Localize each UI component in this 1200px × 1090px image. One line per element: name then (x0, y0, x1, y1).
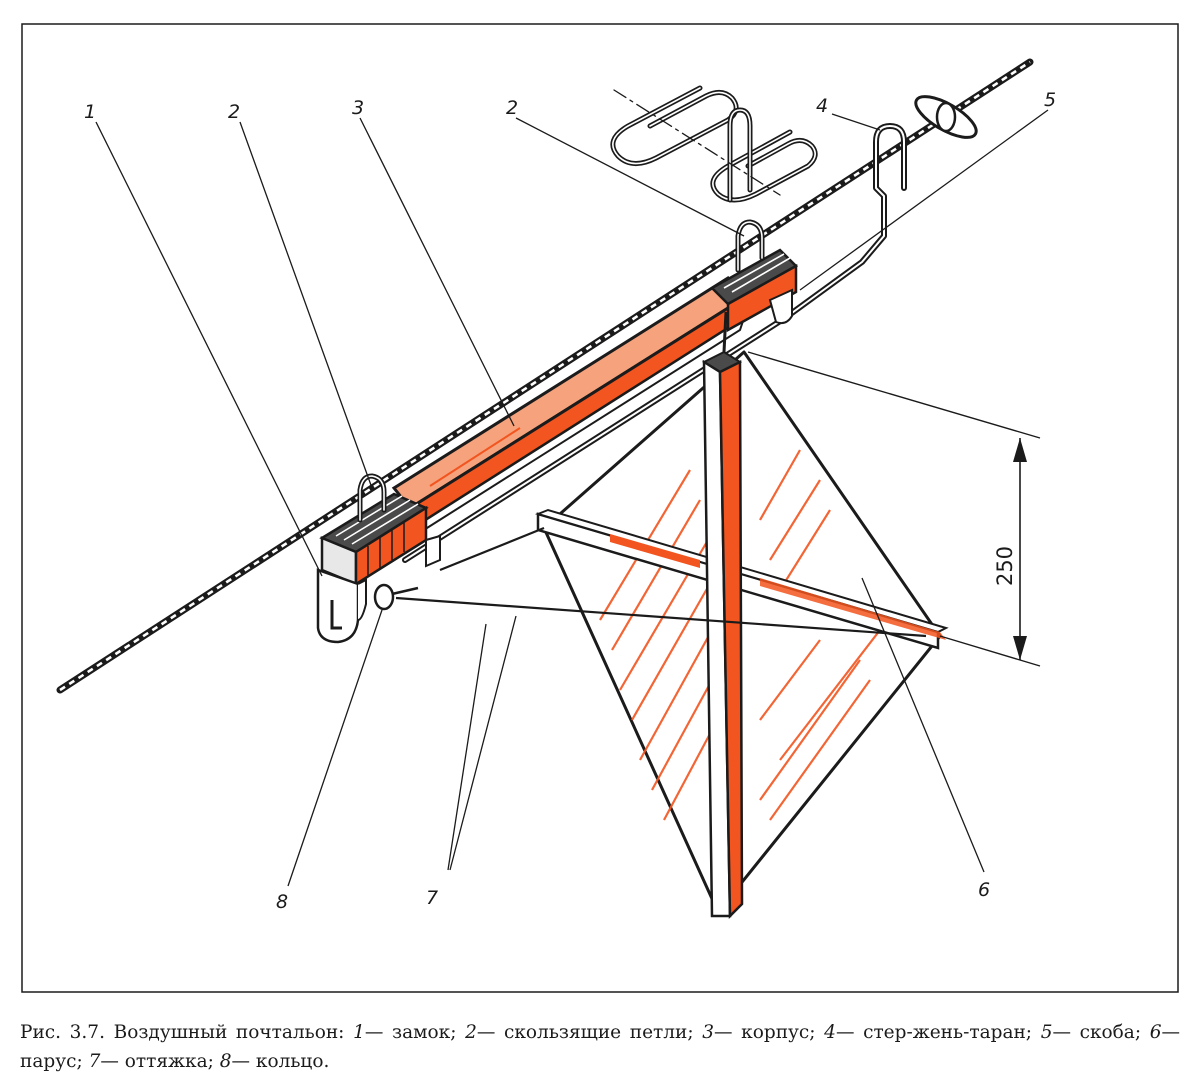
figure-caption: Рис. 3.7. Воздушный почтальон: 1— замок;… (20, 1018, 1180, 1076)
caption-num: 8 (219, 1051, 232, 1072)
dimension-label: 250 (993, 546, 1017, 586)
callout-7: 7 (426, 887, 438, 909)
lock-block (316, 492, 441, 644)
caption-num: 5 (1040, 1022, 1053, 1043)
guy-lines (395, 526, 927, 638)
rear-block (709, 248, 799, 333)
ring (373, 583, 419, 611)
caption-num: 3 (702, 1022, 715, 1043)
body-housing (391, 276, 747, 543)
mast (701, 311, 744, 919)
sliding-loops (357, 219, 765, 523)
dimension-250 (747, 351, 1041, 667)
caption-text: — скользящие петли; (476, 1022, 703, 1043)
figure-frame (21, 23, 1179, 993)
caption-num: 7 (88, 1051, 101, 1072)
caption-text: — стер-жень-таран; (835, 1022, 1041, 1043)
caption-text: — корпус; (714, 1022, 825, 1043)
caption-text: — парус; (20, 1022, 1180, 1072)
caption-num: 1 (353, 1022, 365, 1043)
paper-clips (610, 85, 818, 203)
callout-5: 5 (1044, 89, 1056, 111)
caption-num: 2 (465, 1022, 477, 1043)
caption-text: — кольцо. (231, 1051, 330, 1072)
caption-num: 4 (824, 1022, 836, 1043)
bracket-rod (402, 123, 907, 563)
caption-text: — оттяжка; (100, 1051, 220, 1072)
caption-num: 6 (1149, 1022, 1162, 1043)
caption-prefix: Рис. 3.7. Воздушный почтальон: (20, 1022, 354, 1043)
cable (56, 58, 1034, 694)
ram-rod-stopper (914, 95, 978, 139)
callout-6: 6 (978, 879, 990, 901)
callout-3: 3 (352, 97, 364, 119)
callout-1: 1 (84, 101, 96, 123)
caption-text: — скоба; (1052, 1022, 1150, 1043)
callout-2-left: 2 (228, 101, 240, 123)
callout-2-right: 2 (506, 97, 518, 119)
caption-text: — замок; (364, 1022, 466, 1043)
leader-lines (95, 109, 1049, 887)
callout-4: 4 (816, 95, 828, 117)
callout-8: 8 (276, 891, 288, 913)
